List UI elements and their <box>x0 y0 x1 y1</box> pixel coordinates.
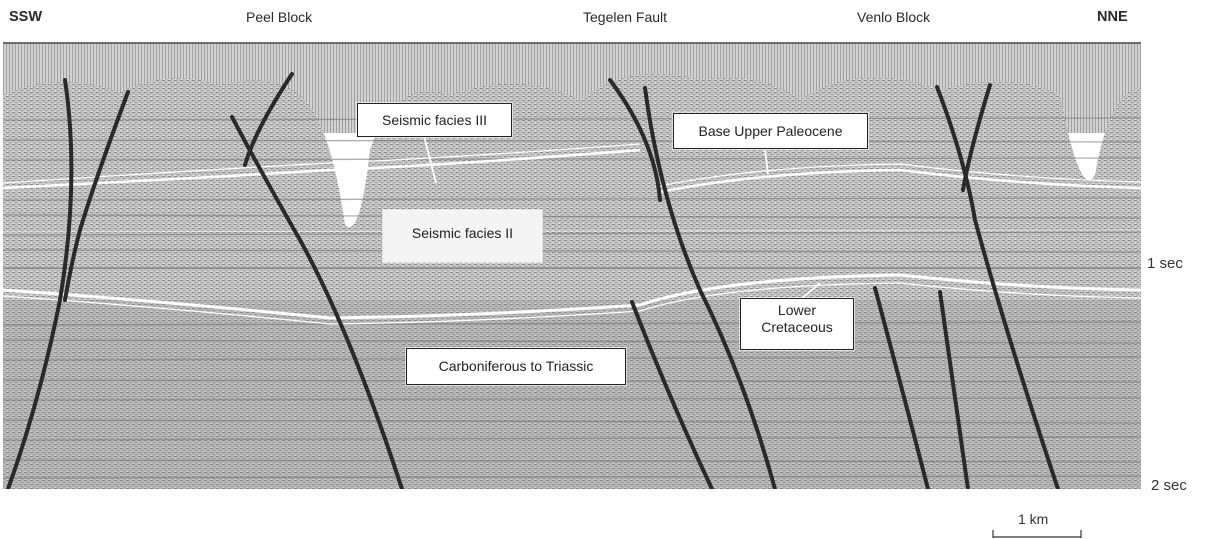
label-lower-cretaceous: Lower Cretaceous <box>740 298 854 350</box>
time-2-sec: 2 sec <box>1151 477 1187 494</box>
label-lower-cretaceous-line1: Lower <box>741 302 853 319</box>
lower-zone-shade <box>3 300 1141 489</box>
label-seismic-facies-iii: Seismic facies III <box>357 103 512 137</box>
label-base-upper-paleocene: Base Upper Paleocene <box>673 113 868 149</box>
time-1-sec: 1 sec <box>1147 255 1183 272</box>
label-carboniferous-to-triassic: Carboniferous to Triassic <box>406 348 626 385</box>
label-seismic-facies-ii: Seismic facies II <box>383 210 542 262</box>
label-lower-cretaceous-line2: Cretaceous <box>741 319 853 336</box>
scale-bar-label: 1 km <box>1018 511 1048 527</box>
scale-bar <box>993 530 1081 538</box>
